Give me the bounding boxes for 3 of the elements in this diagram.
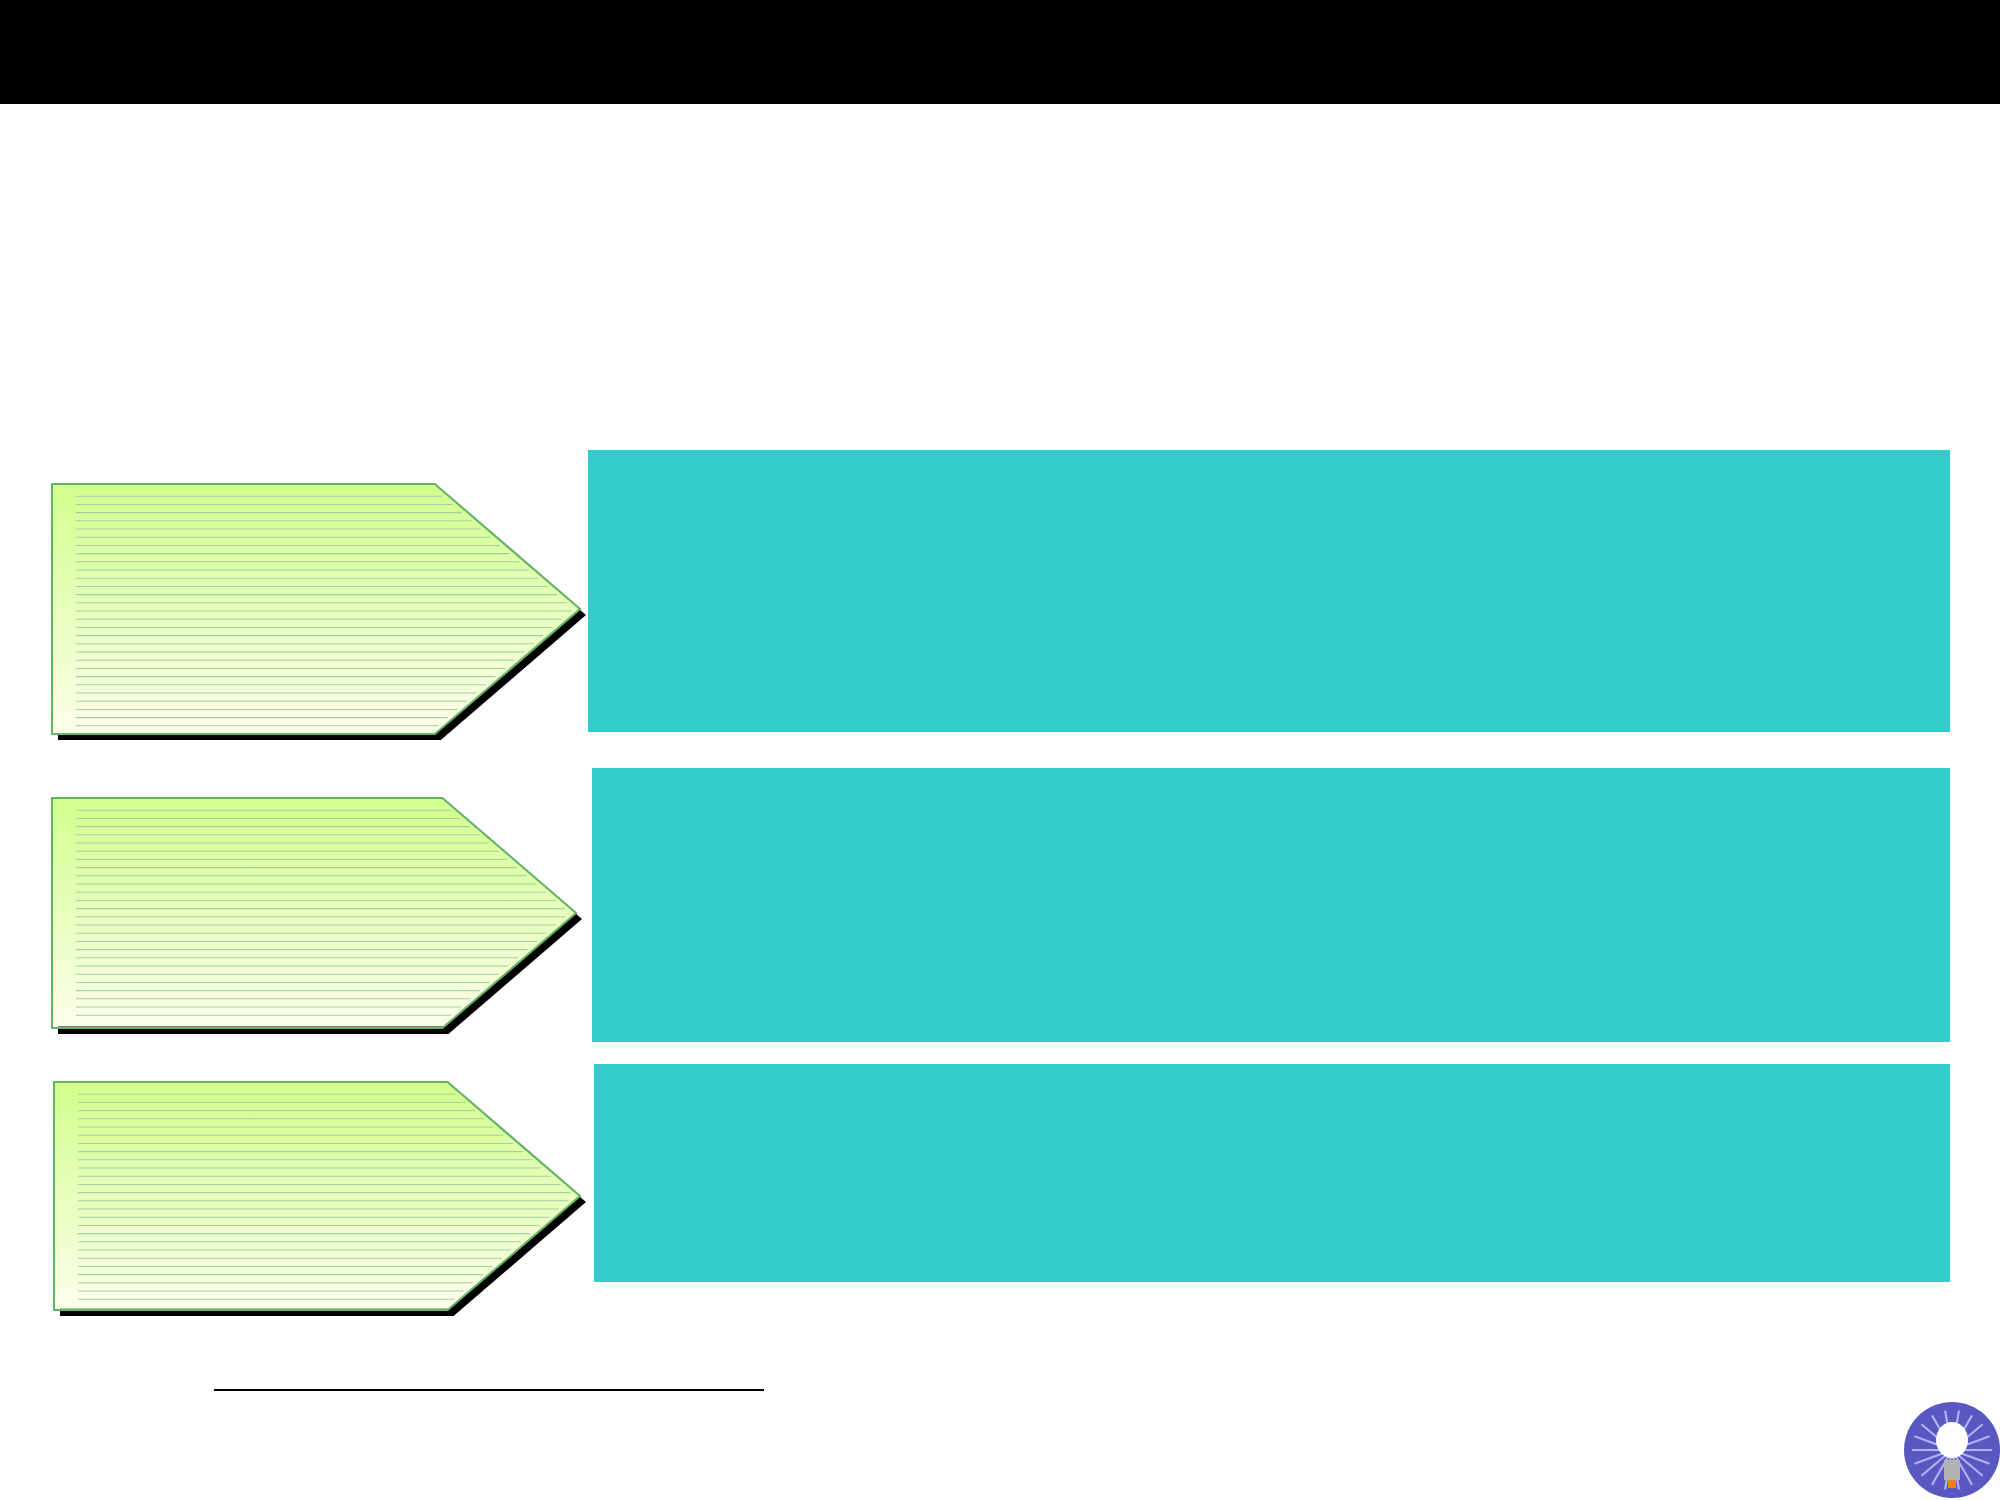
content-box [588,450,1951,732]
content-box [594,1064,1951,1282]
content-box [592,768,1951,1042]
